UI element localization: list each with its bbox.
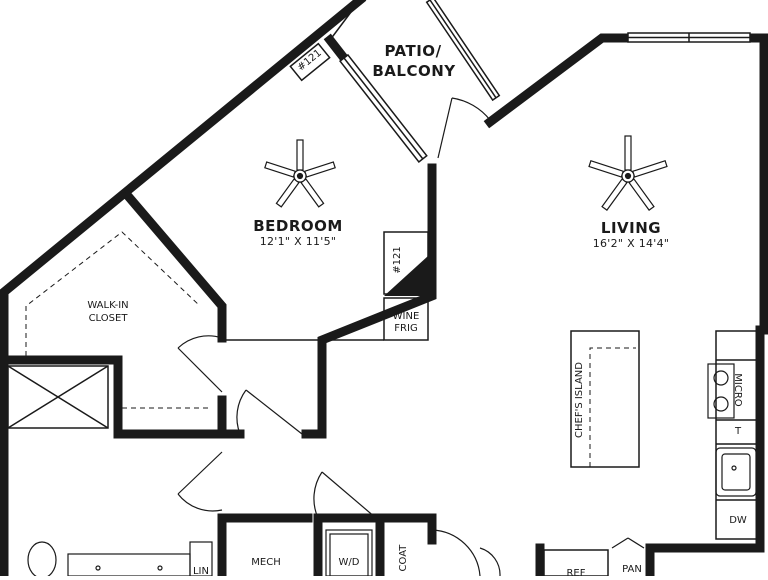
dashed-lines [25,231,636,467]
ceiling-fan-icon [588,135,668,211]
chefs-island-label: CHEF'S ISLAND [574,362,585,438]
chefs-island [570,330,640,468]
wall-bedroom-east [301,163,437,439]
counter-run [715,330,761,540]
walkin-label-line1: WALK-IN [87,300,129,311]
micro-label: MICRO [732,373,743,407]
marker-box-b [383,231,429,295]
refrigerator-box [543,549,609,576]
patio-label-line2: BALCONY [372,62,456,80]
living-label: LIVING [600,219,662,237]
bedroom-dims: 12'1" X 11'5" [259,235,337,248]
door-swing-icon [431,529,501,576]
island-overhang [589,347,636,467]
living-dims: 16'2" X 14'4" [592,237,670,250]
bedroom-label: BEDROOM [253,217,343,235]
wall-bedroom-patio-left [323,33,351,65]
door-swing-icon [177,451,223,512]
lin-label: LIN [192,566,209,577]
dw-label: DW [729,515,747,526]
washer-dryer-box [325,529,373,576]
unit-marker-a [289,42,331,82]
wd-label: W/D [338,557,360,568]
wall-mech-left [217,513,313,576]
mech-label: MECH [251,557,281,568]
trash-label: T [734,426,742,437]
window-bedroom [339,53,428,163]
door-swing-icon [236,389,303,435]
toilet-icon [27,541,57,576]
wall-wd-left [313,513,385,576]
closet-shelf-dashes [25,231,201,356]
walkin-label-line2: CLOSET [88,313,128,324]
patio-label-line1: PATIO/ [384,42,442,60]
door-swing-icon [177,335,223,393]
door-swing-icon [437,97,491,159]
cooktop-icon [707,363,735,419]
door-swing-icon [313,471,377,519]
wall-wedge [384,256,428,296]
wall-closet-south [5,355,227,439]
wine-frig-label-line1: WINE [392,311,420,322]
wine-frig-box [383,297,429,341]
door-swing-icon [611,537,645,549]
ref-label: REF [566,568,586,579]
unit-marker-b-label: #121 [392,246,403,274]
vanity-sinks [67,541,213,576]
wall-coat [375,513,437,545]
exterior-wall-east [483,33,768,335]
pan-label: PAN [622,564,642,575]
wall-closet-bedroom [121,189,227,343]
thin-lines [222,0,761,540]
exterior-wall-northwest [0,0,367,576]
coat-label: COAT [398,544,409,572]
patio-rail-left [329,0,361,41]
ceiling-fan-icon [264,139,336,208]
doors [177,97,645,576]
windows [7,0,751,429]
window-patio [425,0,501,102]
wine-frig-label-line2: FRIG [394,323,418,334]
sink-icon [715,447,757,497]
